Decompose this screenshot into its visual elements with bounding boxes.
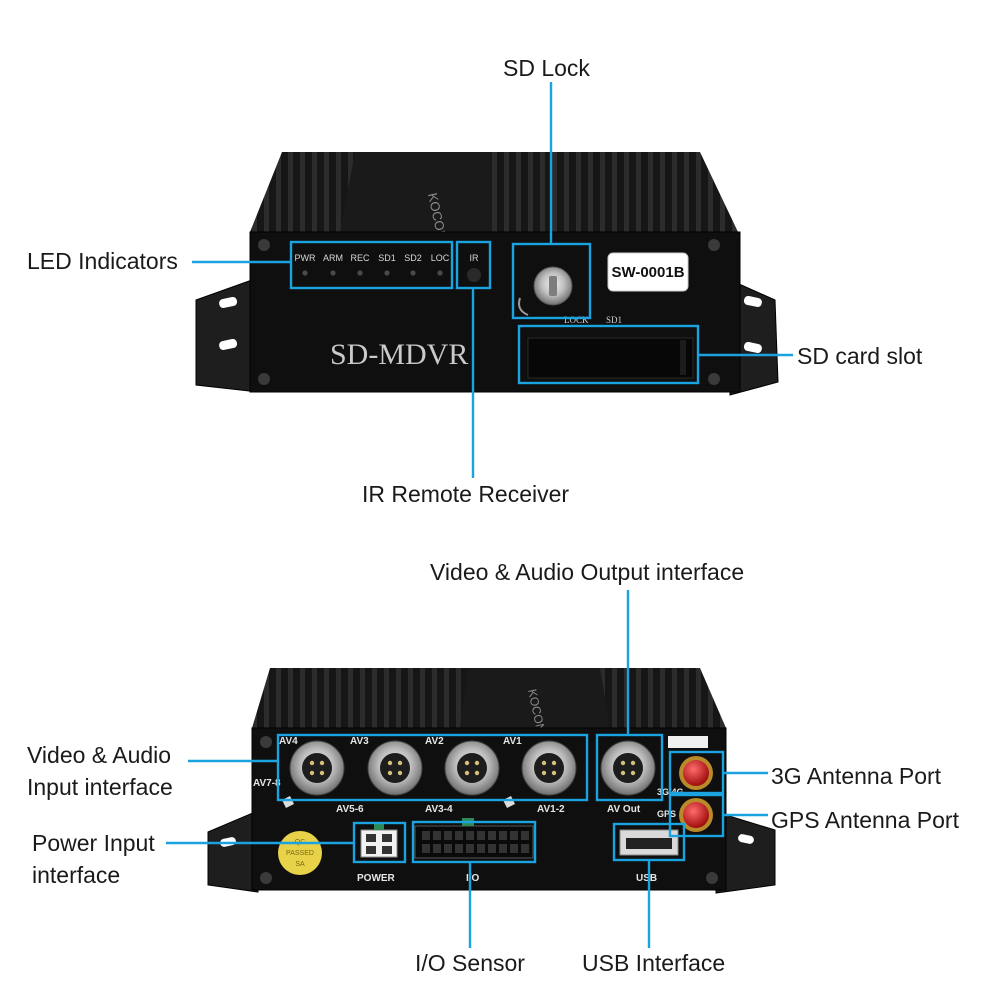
av-connectors xyxy=(289,740,656,796)
led-arm-light xyxy=(330,270,336,276)
io-label: I/O xyxy=(466,873,480,884)
av-connector-icon xyxy=(444,740,500,796)
led-rec-light xyxy=(357,270,363,276)
front-left-mount-flange xyxy=(195,279,259,393)
3g-antenna-port-callout: 3G Antenna Port xyxy=(771,763,942,789)
front-heatsink-fins xyxy=(250,152,738,232)
rear-left-mount-flange xyxy=(207,811,259,893)
av-connector-icon xyxy=(289,740,345,796)
qc-sticker: QC PASSED SA xyxy=(278,831,322,875)
av-connector-icon xyxy=(367,740,423,796)
usb-label: USB xyxy=(636,873,657,884)
io-connector-icon xyxy=(414,825,534,859)
front-top-plate xyxy=(340,152,492,232)
sd-lock-callout: SD Lock xyxy=(503,55,590,81)
ir-receiver-window xyxy=(467,268,481,282)
power-latch xyxy=(374,823,384,830)
ir-label: IR xyxy=(470,253,480,263)
io-sensor-highlight-box xyxy=(411,820,537,864)
av-output-highlight-box xyxy=(595,733,664,802)
av1-label: AV1 xyxy=(503,736,522,747)
led-label-pwr: PWR xyxy=(295,253,316,263)
sd-card-slot-opening xyxy=(527,337,694,379)
rear-screw-icon xyxy=(706,872,718,884)
led-label-sd1: SD1 xyxy=(378,253,396,263)
rear-device: KOCON xyxy=(207,668,776,894)
usb-interface-callout: USB Interface xyxy=(582,950,726,976)
led-loc-light xyxy=(437,270,443,276)
led-label-arm: ARM xyxy=(323,253,343,263)
front-screw-icon xyxy=(708,239,720,251)
led-label-sd2: SD2 xyxy=(404,253,422,263)
sd-slot-ejector xyxy=(680,340,686,375)
led-sd1-light xyxy=(384,270,390,276)
front-screw-icon xyxy=(258,239,270,251)
front-model-text: SD-MDVR xyxy=(330,338,468,371)
video-audio-input-callout-line2: Input interface xyxy=(27,774,173,800)
power-input-callout-line2: interface xyxy=(32,862,121,888)
front-callouts xyxy=(192,82,793,478)
rear-screw-icon xyxy=(260,736,272,748)
av3-label: AV3 xyxy=(350,736,369,747)
av2-label: AV2 xyxy=(425,736,444,747)
led-label-rec: REC xyxy=(350,253,370,263)
rear-screw-icon xyxy=(260,872,272,884)
serial-sticker-text: SW-0001B xyxy=(611,264,684,281)
gps-antenna-connector-icon xyxy=(679,798,713,832)
video-audio-output-callout: Video & Audio Output interface xyxy=(430,559,745,585)
av1-2-label: AV1-2 xyxy=(537,804,565,815)
av-out-label: AV Out xyxy=(607,804,641,815)
svg-text:SA: SA xyxy=(295,861,305,868)
lock-arrow-icon xyxy=(518,297,529,316)
front-screw-icon xyxy=(258,373,270,385)
key-slot xyxy=(549,276,557,296)
svg-text:PASSED: PASSED xyxy=(286,850,314,857)
av-input-highlight-box xyxy=(276,733,589,802)
rear-callouts xyxy=(166,590,768,948)
power-input-callout-line1: Power Input xyxy=(32,830,155,856)
gps-antenna-port-callout: GPS Antenna Port xyxy=(771,807,959,833)
led-indicators-callout: LED Indicators xyxy=(27,248,178,274)
video-audio-input-callout-line1: Video & Audio xyxy=(27,742,172,768)
lock-label: LOCK xyxy=(564,315,589,325)
led-pwr-light xyxy=(302,270,308,276)
gps-label: GPS xyxy=(657,809,676,819)
sd-card-slot-callout: SD card slot xyxy=(797,343,923,369)
av3-4-label: AV3-4 xyxy=(425,804,453,815)
av-connector-icon xyxy=(521,740,577,796)
front-screw-icon xyxy=(708,373,720,385)
io-sensor-callout: I/O Sensor xyxy=(415,950,525,976)
led-indicators-highlight-box xyxy=(289,240,454,290)
led-label-loc: LOC xyxy=(431,253,450,263)
av7-8-label: AV7-8 xyxy=(253,778,281,789)
av4-label: AV4 xyxy=(279,736,298,747)
power-label: POWER xyxy=(357,873,396,884)
av-out-connector-icon xyxy=(600,740,656,796)
led-sd2-light xyxy=(410,270,416,276)
serial-sticker xyxy=(607,252,689,292)
sd1-slot-label: SD1 xyxy=(606,315,622,325)
rear-small-sticker xyxy=(668,736,708,748)
rear-top-plate xyxy=(460,668,610,728)
ir-remote-receiver-callout: IR Remote Receiver xyxy=(362,481,570,507)
3g-antenna-connector-icon xyxy=(679,756,713,790)
av5-6-label: AV5-6 xyxy=(336,804,364,815)
front-device: KOCON PWR ARM REC SD1 SD2 LOC IR SD-MDVR xyxy=(195,152,779,396)
